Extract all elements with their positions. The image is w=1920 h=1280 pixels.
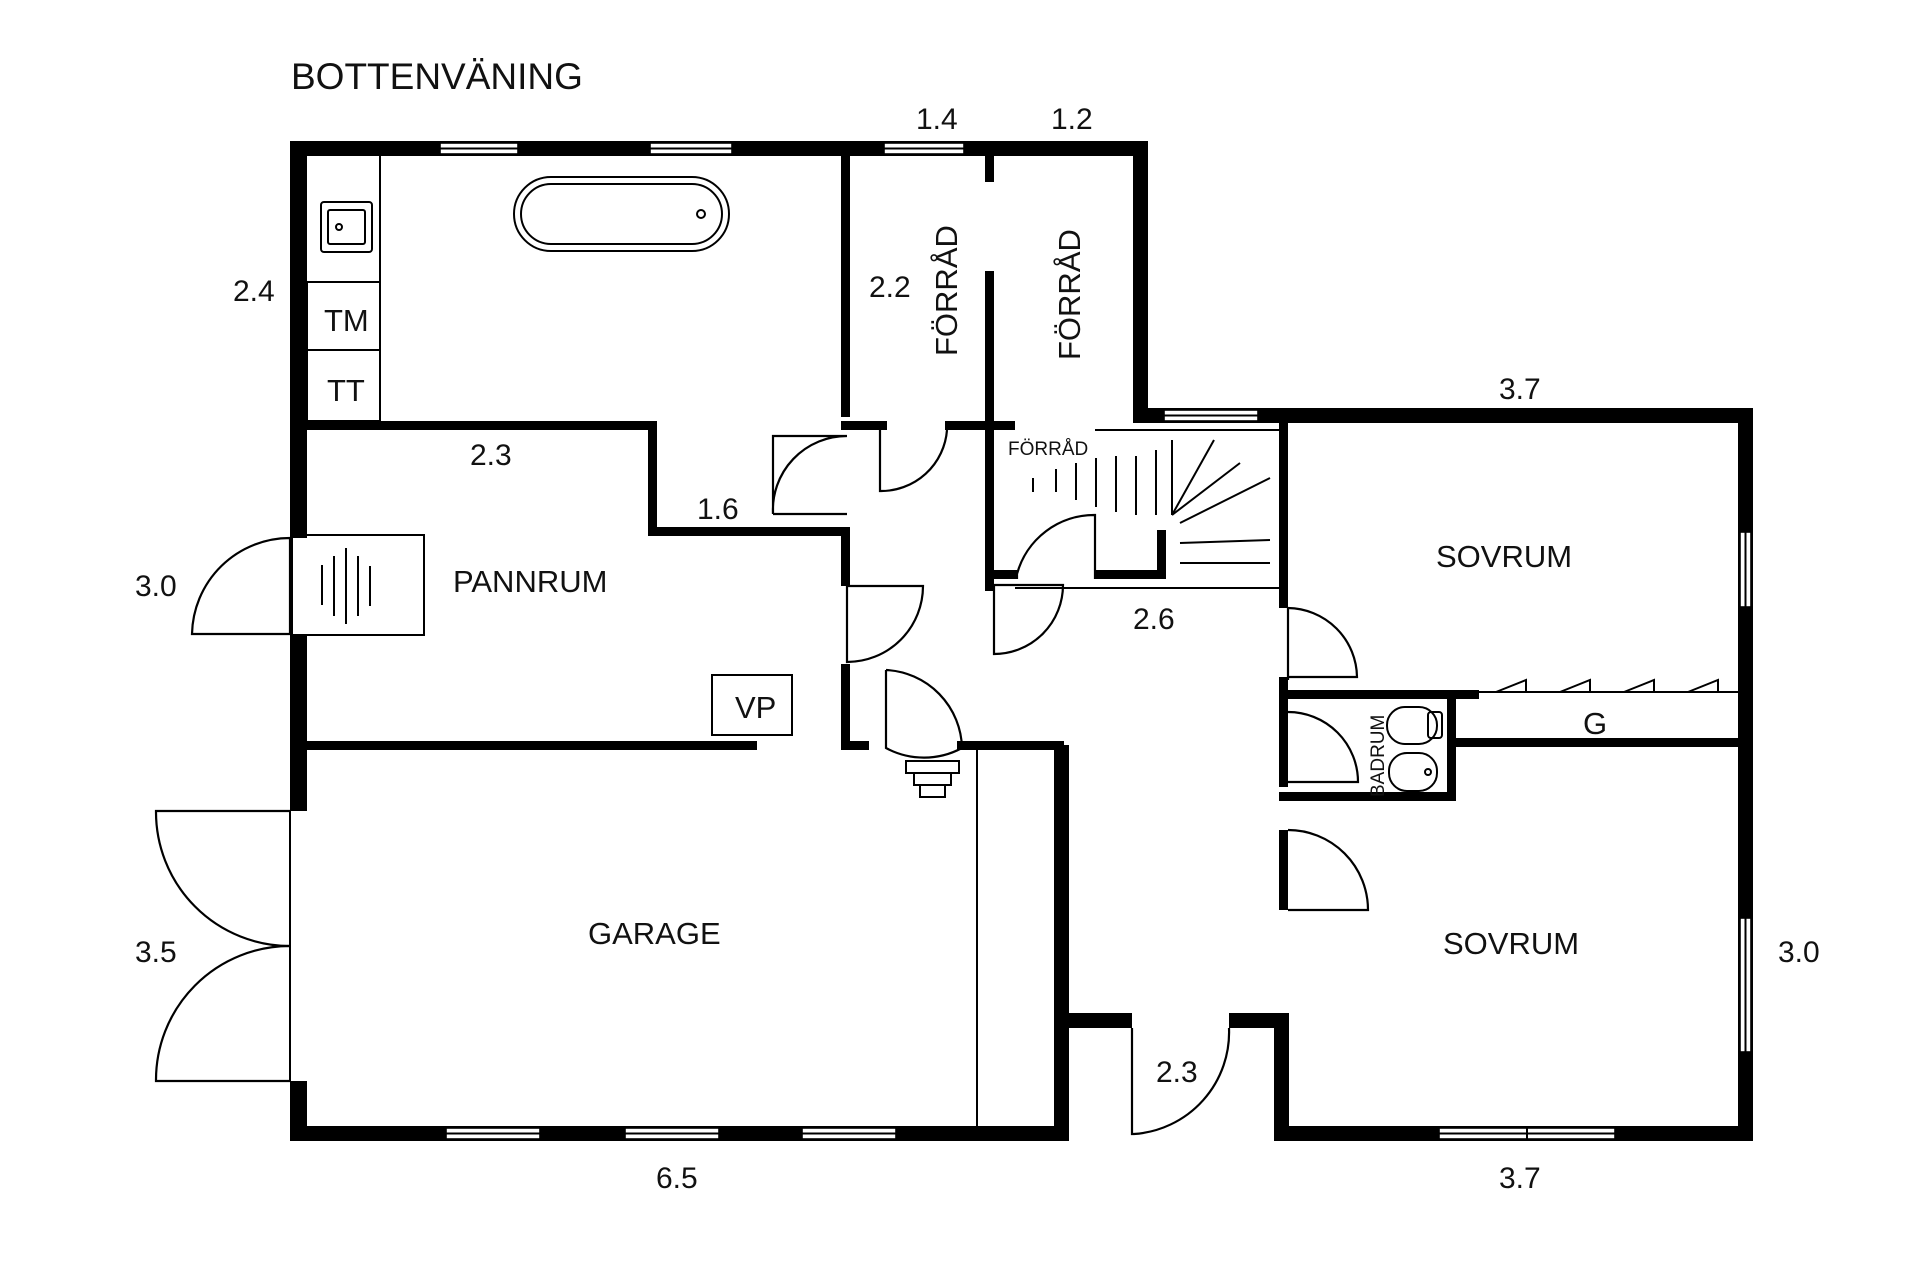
dim-3-0-left: 3.0 [135,570,177,603]
room-label-sovrum-lower: SOVRUM [1443,926,1579,961]
dim-1-2: 1.2 [1051,103,1093,136]
fixture-label-tt: TT [327,373,365,408]
fixtures [291,176,1719,798]
room-label-g: G [1583,706,1607,741]
door-stair [1015,513,1097,579]
sink-icon [320,201,373,253]
window-bottom-3 [801,1127,897,1140]
door-pannrum-exterior [190,536,292,636]
window-top-3 [883,142,965,155]
window-bottom-4 [1438,1127,1616,1140]
door-garage-upper [154,809,291,948]
wardrobe-icon [1495,678,1719,693]
room-label-garage: GARAGE [588,916,721,951]
room-label-badrum: BADRUM [1368,715,1389,797]
labels: BOTTENVÄNING PANNRUM GARAGE SOVRUM SOVRU… [135,56,1820,1195]
door-bathroom [771,434,848,516]
door-sovrum-lower [1287,828,1370,912]
outer-walls [290,141,1753,1141]
door-sovrum-upper [1286,606,1359,680]
tt-box [306,349,381,422]
door-entry [1130,1027,1231,1136]
window-top-2 [649,142,733,155]
doors [154,429,1370,1136]
fixture-label-vp: VP [735,690,776,725]
windows [439,142,1752,1140]
room-label-forrad-right: FÖRRÅD [1052,229,1087,360]
dim-2-3-entry: 2.3 [1156,1056,1198,1089]
door-pannrum [845,584,925,664]
dim-3-5: 3.5 [135,936,177,969]
dim-2-6: 2.6 [1133,603,1175,636]
dim-2-4: 2.4 [233,275,275,308]
room-label-pannrum: PANNRUM [453,564,607,599]
room-label-sovrum-upper: SOVRUM [1436,539,1572,574]
bath-sink-icon [1388,752,1438,792]
chimney-icon [905,760,960,798]
fixture-label-tm: TM [324,303,369,338]
door-garage-inner [884,668,964,759]
window-stair [1163,409,1259,422]
dim-1-4: 1.4 [916,103,958,136]
staircase-icon [1032,439,1271,564]
dim-6-5: 6.5 [656,1162,698,1195]
dim-3-7-bottom: 3.7 [1499,1162,1541,1195]
interior-walls [300,156,1747,910]
dim-3-0-right: 3.0 [1778,936,1820,969]
window-right-1 [1739,531,1752,608]
door-garage-lower [154,944,291,1083]
window-bottom-2 [624,1127,720,1140]
dim-2-3-pannrum: 2.3 [470,439,512,472]
floor-title: BOTTENVÄNING [291,56,583,97]
door-forrad-left [878,429,949,493]
dim-3-7-top: 3.7 [1499,373,1541,406]
door-badrum [1287,710,1360,784]
entrance-steps-icon [291,534,425,636]
bathtub-icon [513,176,730,252]
door-stair-forrad [992,583,1065,656]
dim-1-6: 1.6 [697,493,739,526]
window-right-2 [1739,917,1752,1053]
vp-box [711,674,793,736]
window-top-1 [439,142,519,155]
room-label-forrad-left: FÖRRÅD [929,225,964,356]
thin-lines [289,156,1738,1126]
room-label-forrad-stair: FÖRRÅD [1008,439,1088,460]
window-bottom-1 [445,1127,541,1140]
toilet-icon [1386,706,1443,745]
dim-2-2: 2.2 [869,271,911,304]
